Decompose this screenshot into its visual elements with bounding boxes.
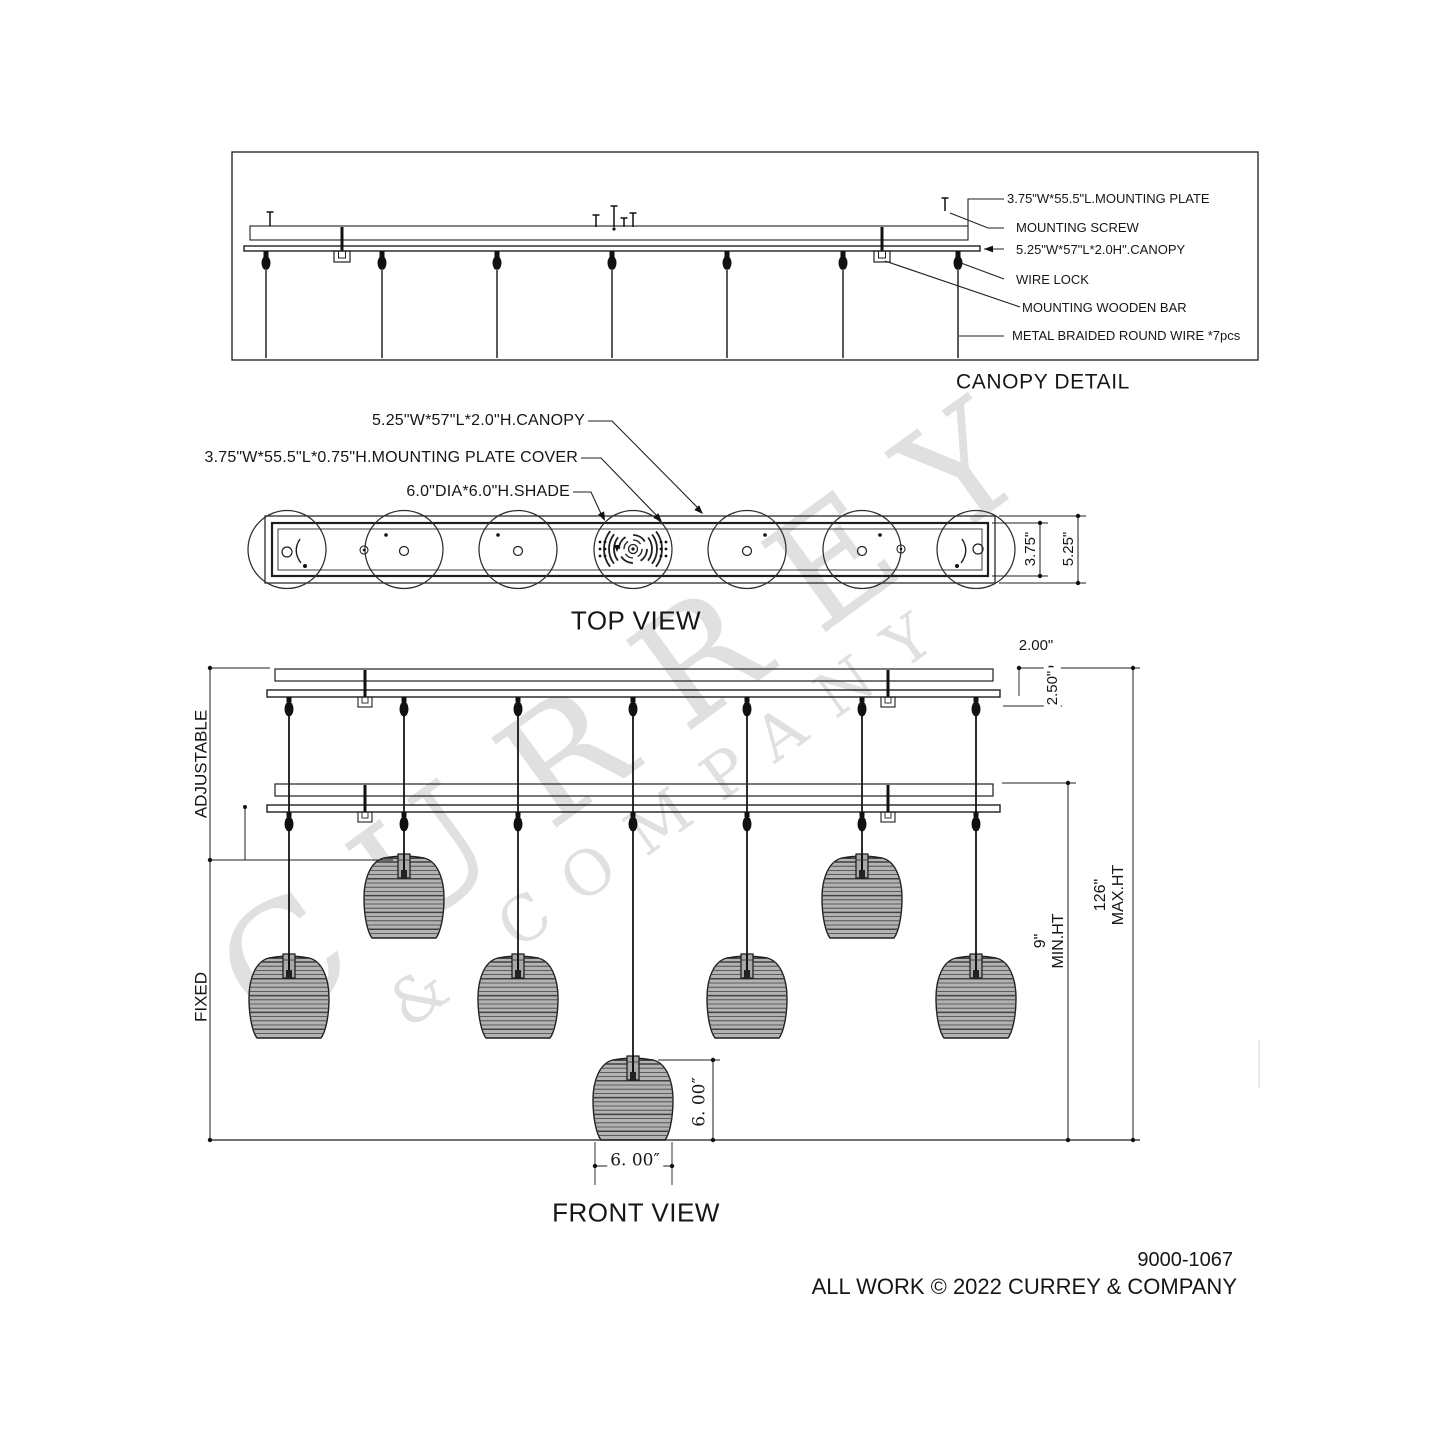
dim-min-height-label: MIN.HT bbox=[1050, 913, 1067, 969]
driver-pattern bbox=[598, 519, 668, 579]
pendant-shade bbox=[935, 953, 1017, 1039]
copyright-line: ALL WORK © 2022 CURREY & COMPANY bbox=[811, 1274, 1237, 1299]
dim-max-height-value: 126" bbox=[1092, 878, 1109, 912]
dim-plate-width: 3.75" bbox=[1021, 531, 1039, 567]
canopy-detail-drawing bbox=[231, 151, 1259, 361]
label-canopy-detail-canopy: 5.25"W*57"L*2.0H".CANOPY bbox=[1016, 242, 1186, 257]
model-number: 9000-1067 bbox=[1137, 1249, 1233, 1271]
canopy-detail-title: CANOPY DETAIL bbox=[956, 370, 1130, 394]
pendant-shade bbox=[706, 953, 788, 1039]
pendant-shade bbox=[248, 953, 330, 1039]
dim-min-height-value: 9" bbox=[1032, 933, 1049, 949]
label-mounting-wooden-bar: MOUNTING WOODEN BAR bbox=[1022, 300, 1187, 315]
label-fixed: FIXED bbox=[191, 971, 211, 1023]
front-view-drawing bbox=[207, 665, 1260, 1185]
pendant-shade bbox=[363, 853, 445, 939]
pendant-shade bbox=[821, 853, 903, 939]
front-view-title: FRONT VIEW bbox=[552, 1197, 720, 1228]
dim-max-height-label: MAX.HT bbox=[1110, 864, 1127, 926]
pendant-shade bbox=[477, 953, 559, 1039]
dim-shade-width: 6. 00″ bbox=[607, 1150, 663, 1171]
dim-canopy-width: 5.25" bbox=[1059, 531, 1077, 567]
label-topview-canopy: 5.25"W*57"L*2.0"H.CANOPY bbox=[371, 412, 585, 429]
label-mounting-screw: MOUNTING SCREW bbox=[1016, 220, 1139, 235]
label-topview-plate-cover: 3.75"W*55.5"L*0.75"H.MOUNTING PLATE COVE… bbox=[204, 449, 578, 466]
dim-canopy-offset: 2.00" bbox=[1018, 636, 1054, 654]
dim-min-height: 9" MIN.HT bbox=[1032, 913, 1068, 968]
dim-canopy-drop: 2.50" bbox=[1043, 667, 1062, 709]
label-adjustable: ADJUSTABLE bbox=[191, 709, 211, 819]
dim-max-height: 126" MAX.HT bbox=[1092, 865, 1128, 925]
label-topview-shade: 6.0"DIA*6.0"H.SHADE bbox=[406, 483, 570, 500]
label-metal-braided-wire: METAL BRAIDED ROUND WIRE *7pcs bbox=[1012, 328, 1241, 343]
dim-shade-height: 6. 00″ bbox=[689, 1077, 710, 1127]
top-view-title: TOP VIEW bbox=[570, 605, 702, 636]
top-view-drawing bbox=[247, 420, 1086, 590]
label-mounting-plate: 3.75"W*55.5"L.MOUNTING PLATE bbox=[1007, 191, 1210, 206]
pendant-shade bbox=[592, 1055, 674, 1141]
label-wire-lock: WIRE LOCK bbox=[1016, 272, 1089, 287]
